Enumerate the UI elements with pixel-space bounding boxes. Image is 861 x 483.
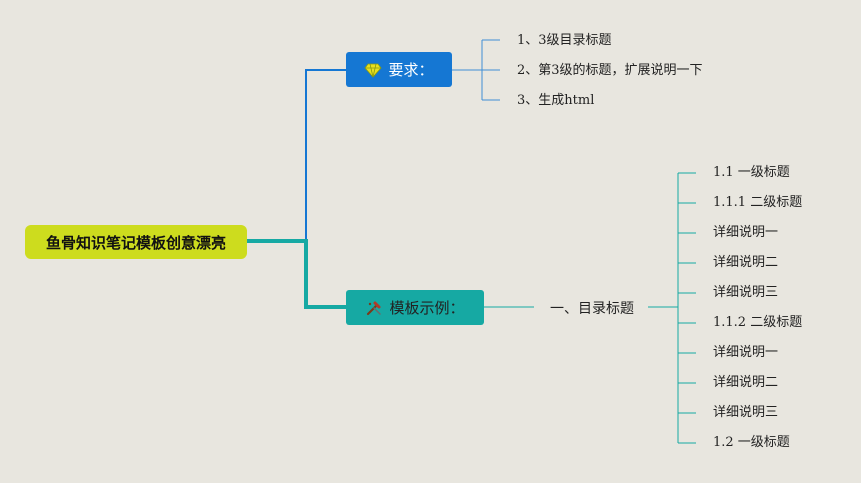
root-topic-label: 鱼骨知识笔记模板创意漂亮 bbox=[45, 233, 226, 252]
requirements-bracket bbox=[452, 39, 500, 101]
requirement-item-1: 1、3级目录标题 bbox=[517, 33, 612, 48]
subtopic-leaf-ticks bbox=[678, 172, 696, 444]
requirement-item-2: 2、第3级的标题，扩展说明一下 bbox=[517, 63, 703, 78]
outline-item: 详细说明三 bbox=[713, 285, 779, 300]
outline-item: 详细说明二 bbox=[713, 255, 779, 270]
root-to-template-line bbox=[247, 239, 346, 309]
outline-item: 1.1 一级标题 bbox=[713, 165, 790, 180]
branch-template-example-label: 模板示例： bbox=[389, 299, 465, 317]
outline-item: 详细说明三 bbox=[713, 405, 779, 420]
outline-item: 详细说明一 bbox=[713, 225, 779, 240]
root-to-requirements-line bbox=[247, 69, 346, 242]
branch-requirements-label: 要求： bbox=[388, 61, 434, 79]
outline-item: 1.2 一级标题 bbox=[713, 435, 790, 450]
outline-item: 1.1.1 二级标题 bbox=[713, 195, 803, 210]
subtopic-directory-title[interactable]: 一、目录标题 bbox=[550, 301, 634, 317]
requirement-item-3: 3、生成html bbox=[517, 93, 595, 108]
branch-requirements[interactable]: 要求： bbox=[346, 52, 452, 87]
root-topic[interactable]: 鱼骨知识笔记模板创意漂亮 bbox=[25, 225, 247, 259]
outline-item: 详细说明二 bbox=[713, 375, 779, 390]
tools-icon bbox=[365, 299, 383, 317]
branch-template-example[interactable]: 模板示例： bbox=[346, 290, 484, 325]
outline-item: 详细说明一 bbox=[713, 345, 779, 360]
diamond-icon bbox=[364, 61, 383, 79]
outline-item: 1.1.2 二级标题 bbox=[713, 315, 803, 330]
subtopic-bracket bbox=[648, 173, 679, 443]
